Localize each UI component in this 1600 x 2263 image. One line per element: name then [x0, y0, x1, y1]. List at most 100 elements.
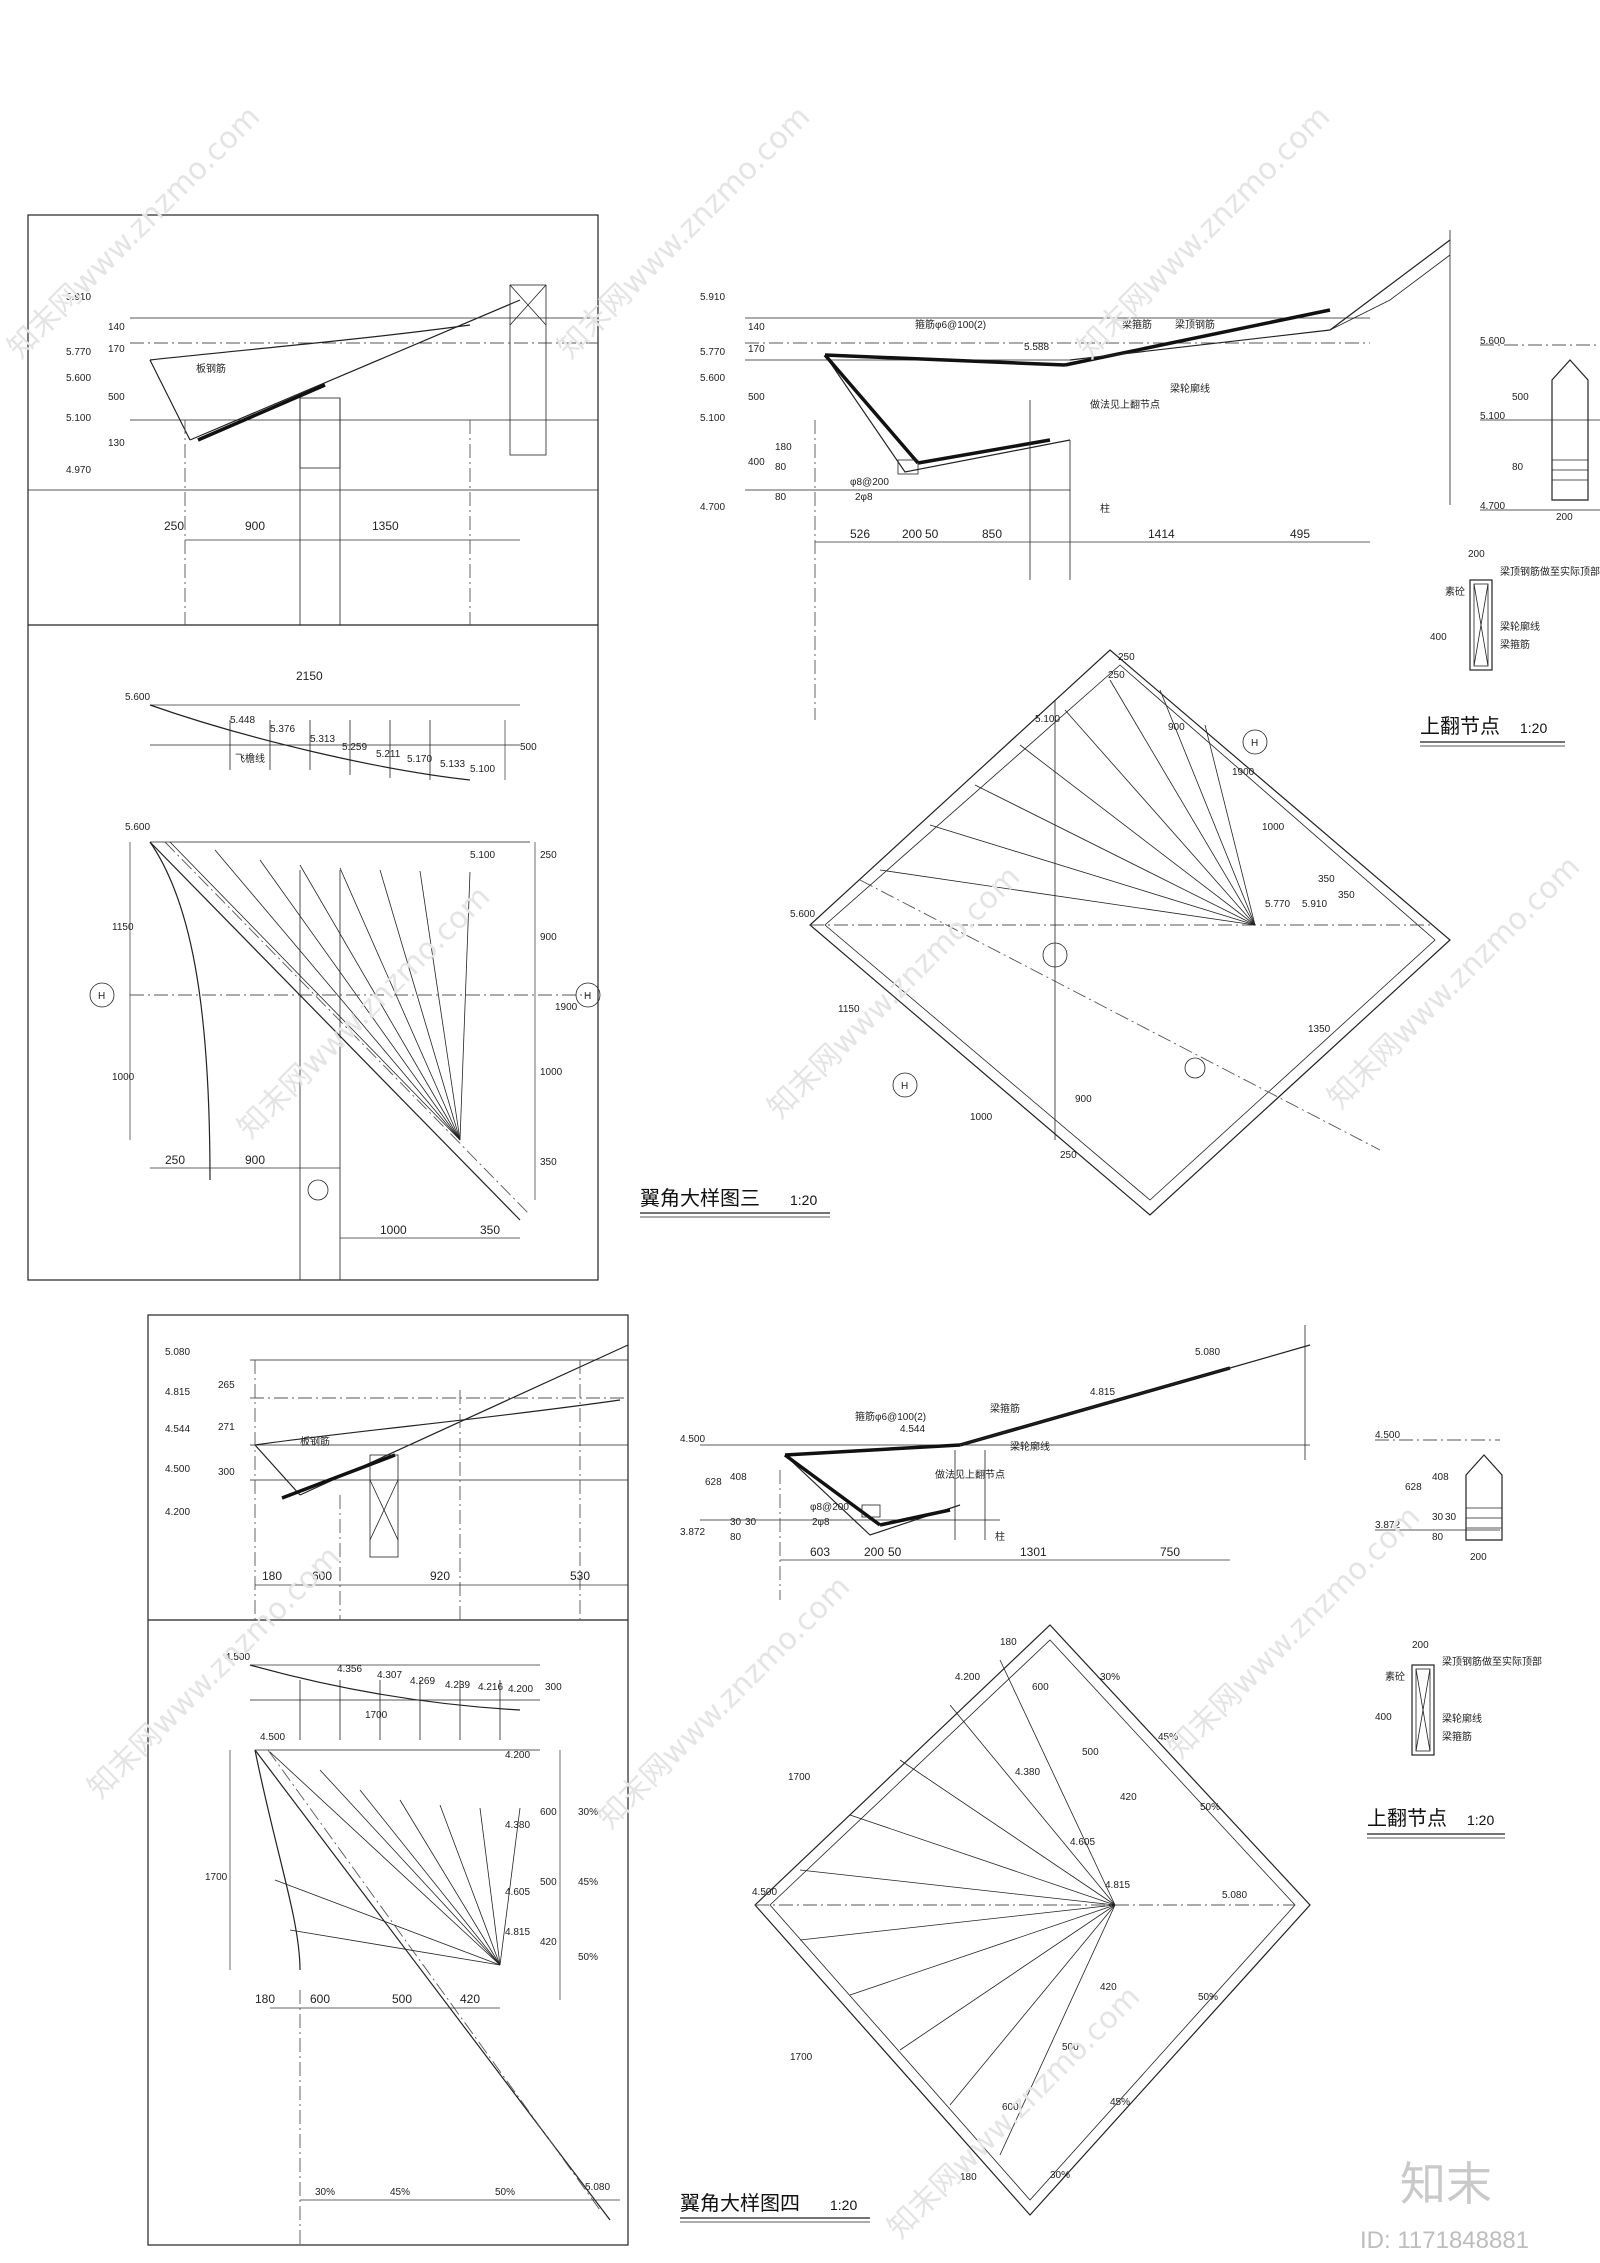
level: 4.380: [1015, 1767, 1040, 1778]
dim: 600: [312, 1569, 332, 1583]
dim: 1350: [372, 519, 399, 533]
profile-note: 飞檐线: [235, 752, 265, 765]
dim: 900: [245, 1153, 265, 1167]
dim: 920: [430, 1569, 450, 1583]
note: 做法见上翻节点: [1090, 398, 1160, 411]
level: 5.910: [1302, 899, 1327, 910]
dim: 900: [245, 519, 265, 533]
level: 5.080: [1195, 1347, 1220, 1358]
dim: 500: [748, 392, 765, 403]
level: 4.970: [66, 465, 91, 476]
dim: 30: [745, 1517, 757, 1528]
note: 梁轮廓线: [1170, 382, 1210, 395]
level: 4.544: [165, 1424, 190, 1435]
note: 梁顶钢筋做至实际顶部: [1442, 1655, 1542, 1668]
drawing-scale: 1:20: [1520, 720, 1547, 736]
level: 5.080: [585, 2182, 610, 2193]
dim: 500: [1082, 1747, 1099, 1758]
dim: 80: [775, 492, 787, 503]
level: 4.500: [680, 1434, 705, 1445]
drawing4-left-frame: [147, 1314, 629, 2246]
axis-bubble: H: [901, 1081, 908, 1092]
brand-logo: 知末: [1400, 2157, 1492, 2211]
level: 4.815: [165, 1387, 190, 1398]
dim: 200: [1468, 549, 1485, 560]
dim: 420: [1120, 1792, 1137, 1803]
dim: 80: [775, 462, 787, 473]
level: 5.100: [700, 413, 725, 424]
dim: 250: [1108, 670, 1125, 681]
dim: 271: [218, 1422, 235, 1433]
dim: 80: [1512, 462, 1524, 473]
level: 4.815: [1105, 1880, 1130, 1891]
level: 4.815: [505, 1927, 530, 1938]
dim: 1301: [1020, 1545, 1047, 1559]
level: 4.500: [225, 1652, 250, 1663]
note: 梁箍筋: [1500, 638, 1530, 651]
note: 梁顶钢筋做至实际顶部: [1500, 565, 1600, 578]
drawing3-plan-rays: [169, 841, 471, 1141]
drawing4-plan-rays: [269, 1751, 521, 1966]
level: 4.200: [508, 1684, 533, 1695]
level: 5.313: [310, 734, 335, 745]
drawing4-right-labels: 5.080 4.815 4.544 4.500 3.872 628 408 30…: [680, 1347, 1220, 1559]
pct: 50%: [495, 2187, 515, 2198]
dim: 1900: [1232, 767, 1255, 778]
drawing4-diamond-labels: 180 600 500 420 1700 1700 180 600 500 42…: [752, 1637, 1247, 2183]
dim: 500: [1062, 2042, 1079, 2053]
axis-bubble: H: [584, 991, 591, 1002]
axis-bubble: H: [98, 991, 105, 1002]
level: 5.211: [376, 749, 401, 760]
drawing-title: 翼角大样图四: [680, 2192, 800, 2215]
drawing3-diamond-rays: [879, 679, 1256, 926]
dim: 265: [218, 1380, 235, 1391]
level: 5.770: [700, 347, 725, 358]
dim: 1150: [838, 1004, 860, 1015]
watermark-text: 知末网www.znzmo.com: [591, 1569, 857, 1835]
dim: 140: [108, 322, 125, 333]
dim: 628: [705, 1477, 722, 1488]
rebar-label: 板钢筋: [300, 1435, 330, 1448]
note: 梁轮廓线: [1500, 620, 1540, 633]
drawing-title: 上翻节点: [1367, 1807, 1447, 1830]
pct: 45%: [578, 1877, 598, 1888]
level: 5.600: [700, 373, 725, 384]
dim: 180: [255, 1992, 275, 2006]
dim: 50: [925, 527, 939, 541]
dim: 420: [1100, 1982, 1117, 1993]
level: 4.500: [165, 1464, 190, 1475]
dim: 400: [748, 457, 765, 468]
pct: 30%: [1050, 2170, 1070, 2181]
level: 4.500: [1375, 1430, 1400, 1441]
dim: 600: [310, 1992, 330, 2006]
drawing3-right-labels: 5.910 5.770 5.600 5.100 4.700 140 170 50…: [700, 292, 1310, 541]
dim: 400: [1375, 1712, 1392, 1723]
dim: 80: [730, 1532, 742, 1543]
level: 5.770: [66, 347, 91, 358]
level: 5.133: [440, 759, 465, 770]
drawing4-diamond-plan: [754, 1624, 1311, 2216]
watermark-text: 知末网www.znzmo.com: [81, 1539, 347, 1805]
drawing3-left-frame: [27, 214, 601, 1281]
dim: 1150: [112, 922, 134, 933]
dim: 350: [1338, 890, 1355, 901]
note: 梁箍筋: [990, 1402, 1020, 1415]
dim: 180: [262, 1569, 282, 1583]
dim: 500: [540, 1877, 557, 1888]
drawing4-title-block: 翼角大样图四 1:20: [680, 2192, 870, 2223]
level: 4.269: [410, 1676, 435, 1687]
level: 5.170: [407, 754, 432, 765]
axis-bubble: H: [1251, 738, 1258, 749]
watermark-text: 知末网www.znzmo.com: [1321, 849, 1587, 1115]
node3-detail: 5.600 5.100 4.700 500 80 200 200 400 梁顶钢…: [1420, 336, 1600, 747]
note: φ8@200: [810, 1502, 849, 1513]
dim: 170: [748, 344, 765, 355]
level: 5.100: [470, 764, 495, 775]
level: 4.500: [752, 1887, 777, 1898]
level: 3.872: [680, 1527, 705, 1538]
level: 5.770: [1265, 899, 1290, 910]
dim: 1414: [1148, 527, 1175, 541]
dim: 200: [1556, 512, 1573, 523]
dim: 530: [570, 1569, 590, 1583]
